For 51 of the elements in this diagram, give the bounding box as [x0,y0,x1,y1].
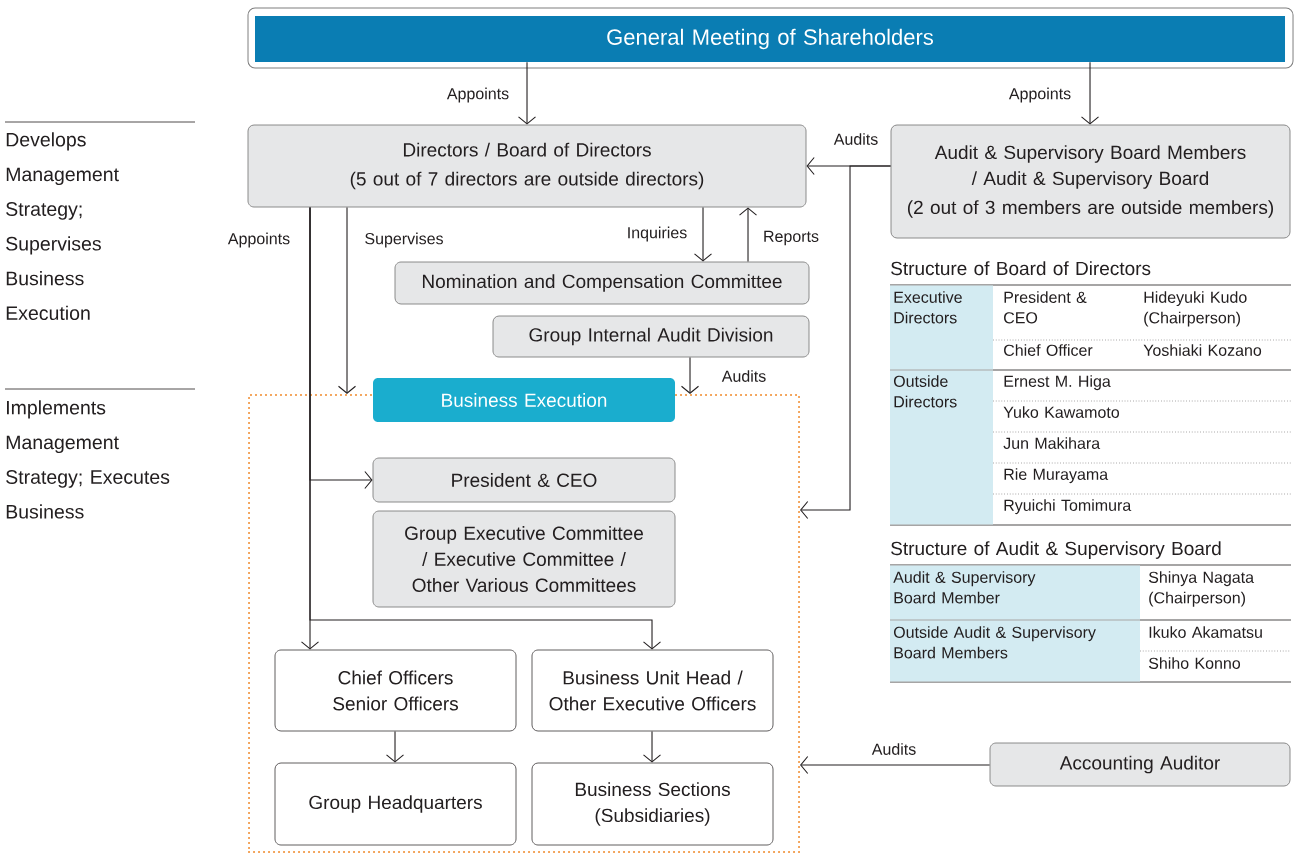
table-cell: Ryuichi Tomimura [1004,499,1132,515]
edge-label: Reports [762,229,820,247]
arrow [642,730,662,763]
process-box: President & CEO [372,457,676,503]
process-box: Directors / Board of Directors (5 out of 7 directors are outside directors) [247,124,807,208]
edge-label: Audits [870,742,918,756]
table-cell: Ikuko Akamatsu [1149,626,1262,638]
table-cell: Yoshiaki Kozano [1143,344,1262,356]
edge-label: Appoints [226,231,292,249]
edge-label: Appoints [445,86,511,104]
edge-label: Appoints [1007,86,1073,104]
edge-label: Supervises [363,231,445,249]
arrow [693,206,713,262]
table-cell: Hideyuki Kudo (Chairperson) [1144,291,1247,327]
table-cell: Yuko Kawamoto [1003,406,1120,418]
arrow [738,207,758,263]
process-box: Accounting Auditor [989,742,1291,787]
arrow [680,356,700,394]
arrow [800,165,892,520]
arrow [337,206,357,394]
process-box: Business Unit Head / Other Executive Officers [531,649,774,732]
header-cell: Outside Audit & Supervisory Board Members [890,620,1140,682]
side-note: Implements Management Strategy; Executes Business [6,400,170,519]
edge-label: Audits [832,132,880,146]
header-cell: Audit & Supervisory Board Member [890,565,1140,620]
table-cell: Jun Makihara [1003,437,1101,449]
table-cell: President & CEO [1004,291,1087,324]
process-box: Business Sections (Subsidiaries) [531,762,774,846]
table-title: Structure of Audit & Supervisory Board [891,541,1221,559]
table-cell: Chief Officer [1004,344,1093,356]
process-box: Group Headquarters [274,762,517,846]
header-cell: Executive Directors [890,285,993,370]
table-cell: Rie Murayama [1004,468,1109,484]
header-cell: Outside Directors [890,370,993,525]
arrow [517,61,537,125]
arrow [385,730,405,763]
side-note: Develops Management Strategy; Supervises Business Execution [6,132,119,320]
process-box: Audit & Supervisory Board Members / Audit & Supervisory Board (2 out of 3 members are outside members) [890,124,1291,239]
table-cell: Shinya Nagata (Chairperson) [1148,571,1255,607]
process-box: Chief Officers Senior Officers [274,649,517,732]
process-box: Group Executive Committee / Executive Committee / Other Various Committees [372,510,676,608]
edge-label: Inquiries [625,225,689,243]
table-title: Structure of Board of Directors [891,261,1151,276]
table-cell: Ernest M. Higa [1004,375,1111,391]
process-box: Nomination and Compensation Committee [394,261,810,305]
title-banner: General Meeting of Shareholders [247,7,1294,69]
process-box: Group Internal Audit Division [492,315,810,358]
arrow [1080,61,1100,125]
arrow [800,755,991,775]
arrow [309,206,662,650]
table-cell: Shiho Konno [1148,657,1241,669]
